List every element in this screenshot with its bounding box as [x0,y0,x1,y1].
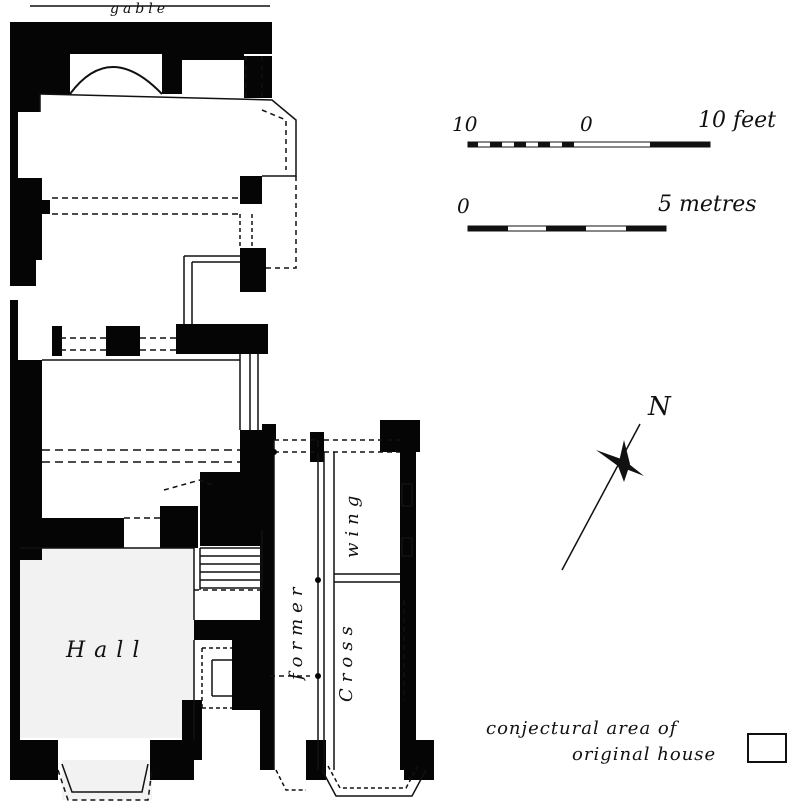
outer-walls [10,22,434,780]
scale-metres-left: 0 [457,194,470,218]
key-swatch [747,733,787,763]
former-label: former [286,581,307,680]
cross-label: Cross [336,620,357,702]
scale-metres-right: 5 metres [658,192,757,217]
key-line-2: original house [572,744,717,765]
key-line-1: conjectural area of [486,718,678,739]
scale-feet-bar [467,141,711,148]
hall-bay-shaded [62,760,152,800]
scale-feet-mid: 0 [580,112,593,136]
hall-shaded-area [18,548,194,738]
plan-lines [20,5,427,801]
wing-label: wing [342,489,363,558]
hall-label: Hall [66,638,149,663]
north-arrow-icon [561,423,644,571]
scale-feet-left: 10 [452,112,478,136]
north-label: N [648,392,671,422]
gable-label: gable [110,1,170,17]
scale-metres-bar [467,225,667,232]
scale-feet-right: 10 feet [698,108,777,133]
posts [271,447,321,679]
